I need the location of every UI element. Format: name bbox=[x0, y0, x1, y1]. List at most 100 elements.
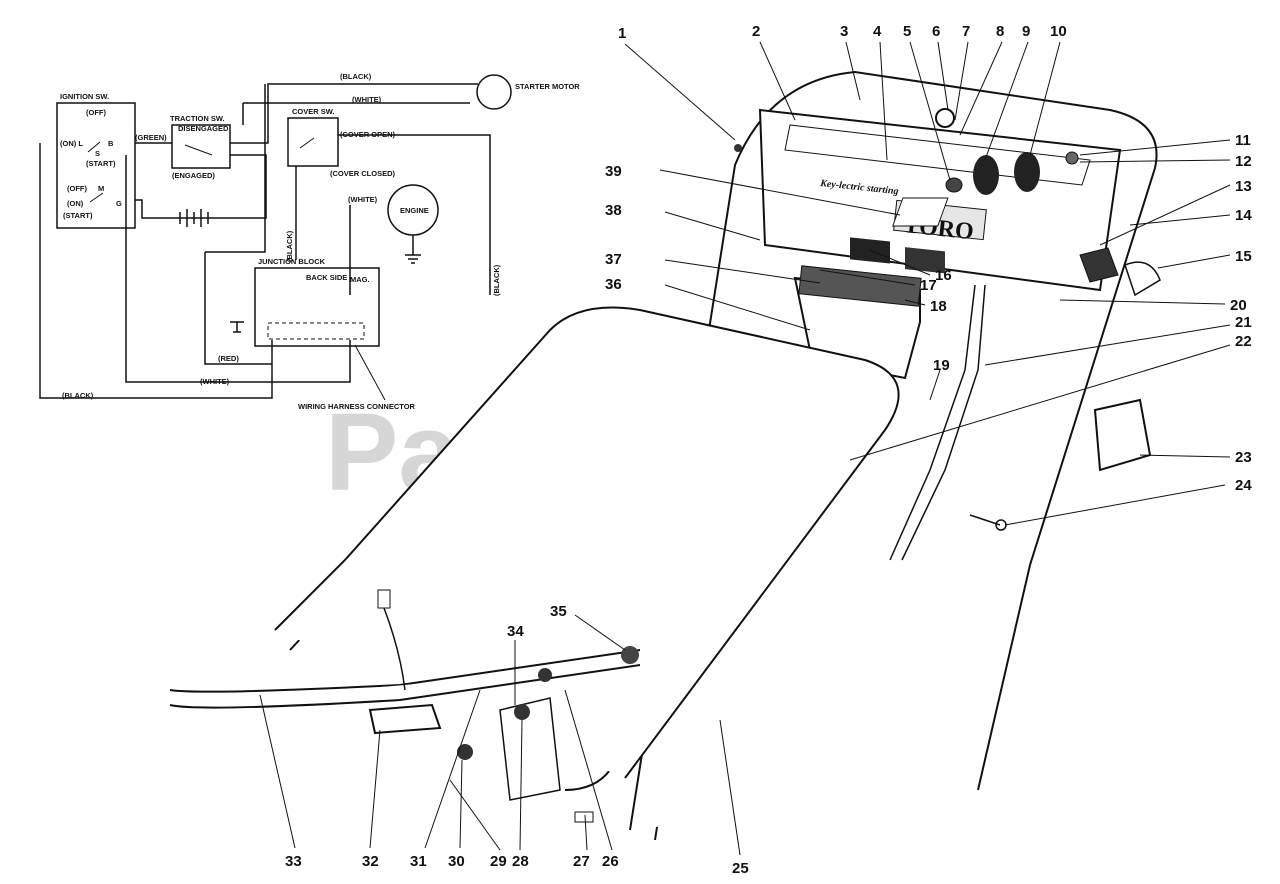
callout-6: 6 bbox=[932, 23, 940, 40]
callout-5: 5 bbox=[903, 23, 911, 40]
spring2-icon bbox=[538, 668, 552, 682]
back-side-label: BACK SIDE bbox=[306, 273, 347, 282]
callout-33: 33 bbox=[285, 853, 302, 870]
callout-28: 28 bbox=[512, 853, 529, 870]
callout-15: 15 bbox=[1235, 248, 1252, 265]
callout-13: 13 bbox=[1235, 178, 1252, 195]
black-wire-bottom-label: (BLACK) bbox=[62, 391, 94, 400]
traction-switch-icon bbox=[1079, 247, 1119, 283]
callout-numbers: 1 2 3 4 5 6 7 8 9 10 11 12 13 14 15 16 1… bbox=[285, 23, 1252, 877]
callout-11: 11 bbox=[1235, 132, 1251, 149]
callout-26: 26 bbox=[602, 853, 619, 870]
callout-4: 4 bbox=[873, 23, 882, 40]
white-wire-mid-label: (WHITE) bbox=[348, 195, 378, 204]
callout-32: 32 bbox=[362, 853, 379, 870]
switch-cover-icon bbox=[1124, 261, 1161, 297]
callout-29: 29 bbox=[490, 853, 507, 870]
leader-lines bbox=[259, 41, 1231, 856]
instruction-decal-right bbox=[905, 247, 945, 274]
nut-icon bbox=[457, 744, 473, 760]
green-wire-label: (GREEN) bbox=[135, 133, 167, 142]
callout-25: 25 bbox=[732, 860, 749, 877]
bushing-icon bbox=[621, 646, 639, 664]
starter-motor-label: STARTER MOTOR bbox=[515, 82, 580, 91]
ignition-key-icon bbox=[935, 108, 955, 128]
black-wire-vertical-label: (BLACK) bbox=[285, 230, 294, 262]
charger-icon bbox=[1093, 398, 1152, 472]
clip-icon bbox=[368, 703, 442, 735]
ignition-off2-label: (OFF) bbox=[67, 184, 87, 193]
lever-slot-icon bbox=[892, 197, 949, 227]
cover-closed-label: (COVER CLOSED) bbox=[330, 169, 396, 178]
callout-9: 9 bbox=[1022, 23, 1030, 40]
ignition-g-label: G bbox=[116, 199, 122, 208]
callout-16: 16 bbox=[935, 267, 952, 284]
cover-switch-label: COVER SW. bbox=[292, 107, 335, 116]
callout-10: 10 bbox=[1050, 23, 1067, 40]
junction-block-box bbox=[254, 267, 380, 347]
ignition-on2-label: (ON) bbox=[67, 199, 84, 208]
callout-1: 1 bbox=[618, 25, 626, 42]
callout-2: 2 bbox=[752, 23, 760, 40]
ignition-off-label: (OFF) bbox=[86, 108, 106, 117]
callout-36: 36 bbox=[605, 276, 622, 293]
callout-24: 24 bbox=[1235, 477, 1252, 494]
white-wire-top-label: (WHITE) bbox=[352, 95, 382, 104]
bracket-plate-icon bbox=[499, 697, 561, 801]
starter-motor-symbol bbox=[476, 74, 512, 110]
callout-8: 8 bbox=[996, 23, 1004, 40]
callout-22: 22 bbox=[1235, 333, 1252, 350]
key-switch-icon bbox=[945, 177, 963, 193]
ignition-on-label: (ON) L bbox=[60, 139, 83, 148]
callout-35: 35 bbox=[550, 603, 567, 620]
black-wire-right-label: (BLACK) bbox=[492, 264, 501, 296]
callout-3: 3 bbox=[840, 23, 848, 40]
callout-17: 17 bbox=[920, 277, 937, 294]
junction-block-label: JUNCTION BLOCK bbox=[258, 257, 326, 266]
ignition-b-label: B bbox=[108, 139, 114, 148]
mag-label: MAG. bbox=[350, 275, 370, 284]
traction-switch-label: TRACTION SW. bbox=[170, 114, 225, 123]
callout-39: 39 bbox=[605, 163, 622, 180]
ignition-start-label: (START) bbox=[86, 159, 116, 168]
callout-19: 19 bbox=[933, 357, 950, 374]
traction-engaged-label: (ENGAGED) bbox=[172, 171, 215, 180]
throttle-knob-icon bbox=[1014, 152, 1040, 192]
ignition-s-label: S bbox=[95, 149, 100, 158]
callout-30: 30 bbox=[448, 853, 465, 870]
traction-disengaged-label: DISENGAGED bbox=[178, 124, 229, 133]
callout-12: 12 bbox=[1235, 153, 1252, 170]
callout-7: 7 bbox=[962, 23, 970, 40]
handle-assembly-drawing: Key-lectric starting TORO bbox=[169, 70, 1161, 841]
black-wire-top-label: (BLACK) bbox=[340, 72, 372, 81]
white-wire-bottom-label: (WHITE) bbox=[200, 377, 230, 386]
cover-switch-box bbox=[287, 117, 339, 167]
ignition-switch-label: IGNITION SW. bbox=[60, 92, 109, 101]
callout-27: 27 bbox=[573, 853, 590, 870]
callout-38: 38 bbox=[605, 202, 622, 219]
connector-icon bbox=[377, 589, 391, 609]
callout-18: 18 bbox=[930, 298, 947, 315]
harness-connector-label: WIRING HARNESS CONNECTOR bbox=[298, 402, 416, 411]
callout-20: 20 bbox=[1230, 297, 1247, 314]
traction-switch-box bbox=[171, 124, 231, 169]
callout-14: 14 bbox=[1235, 207, 1252, 224]
red-wire-label: (RED) bbox=[218, 354, 239, 363]
ignition-switch-box bbox=[56, 102, 136, 229]
screw-icon bbox=[734, 144, 742, 152]
engine-label: ENGINE bbox=[400, 206, 429, 215]
callout-21: 21 bbox=[1235, 314, 1252, 331]
callout-31: 31 bbox=[410, 853, 427, 870]
harness-connector-outline bbox=[267, 322, 365, 340]
callout-23: 23 bbox=[1235, 449, 1252, 466]
choke-knob-icon bbox=[973, 155, 999, 195]
wiring-schematic: IGNITION SW. (OFF) (ON) L B S (START) (O… bbox=[39, 72, 580, 411]
spring-icon bbox=[514, 704, 530, 720]
ignition-m-label: M bbox=[98, 184, 104, 193]
carriage-bolt-icon bbox=[995, 519, 1007, 531]
callout-37: 37 bbox=[605, 251, 622, 268]
ignition-start2-label: (START) bbox=[63, 211, 93, 220]
bolt-icon bbox=[574, 811, 594, 823]
panel-nut-icon bbox=[1065, 151, 1079, 165]
